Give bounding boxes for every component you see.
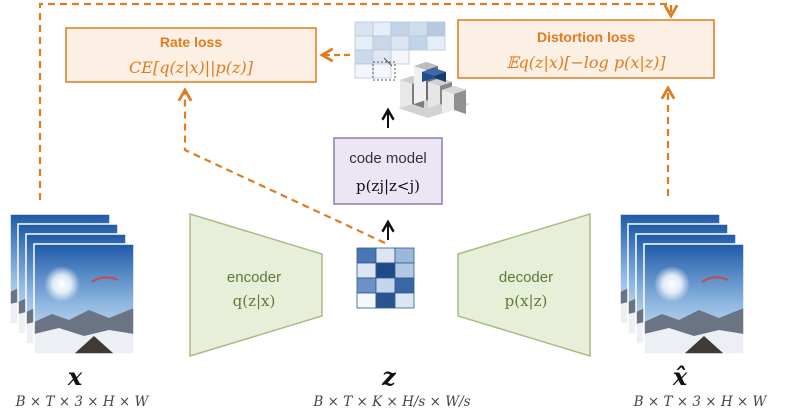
output-frame-stack <box>619 213 745 355</box>
distortion-loss-formula: 𝔼q(z|x)[−log p(x|z)] <box>506 53 666 72</box>
latent-shape-label: B × T × K × H/s × W/s <box>312 394 470 410</box>
probability-grid <box>354 21 446 81</box>
encoder-block: encoder q(z|x) <box>189 212 323 358</box>
latent-to-rate-path <box>177 87 386 244</box>
distortion-loss-title: Distortion loss <box>537 29 635 45</box>
histogram-3d <box>398 62 470 118</box>
code-model-probability-visual <box>354 21 470 118</box>
code-model-box: code model p(zj|z<j) <box>333 137 443 205</box>
decoder-block: decoder p(x|z) <box>457 212 591 358</box>
encoder-formula: q(z|x) <box>233 292 276 310</box>
code-model-formula: p(zj|z<j) <box>356 177 420 195</box>
decoder-formula: p(x|z) <box>505 292 548 310</box>
decoder-label: decoder <box>499 269 553 286</box>
rate-loss-box: Rate loss CE[q(z|x)||p(z)] <box>65 27 317 83</box>
output-shape-label: B × T × 3 × H × W <box>633 394 768 410</box>
distortion-loss-box: Distortion loss 𝔼q(z|x)[−log p(x|z)] <box>457 19 715 79</box>
output-variable-label: x̂ <box>672 362 688 391</box>
latent-variable-label: z <box>381 362 397 391</box>
rate-loss-formula: CE[q(z|x)||p(z)] <box>129 58 254 77</box>
distortion-feedback-path <box>38 2 679 200</box>
input-frame-stack <box>9 213 135 355</box>
code-model-label: code model <box>349 150 427 167</box>
latent-grid <box>356 247 415 309</box>
encoder-label: encoder <box>227 269 281 286</box>
rate-loss-title: Rate loss <box>160 34 222 50</box>
input-variable-label: x <box>67 362 83 391</box>
input-shape-label: B × T × 3 × H × W <box>15 394 150 410</box>
